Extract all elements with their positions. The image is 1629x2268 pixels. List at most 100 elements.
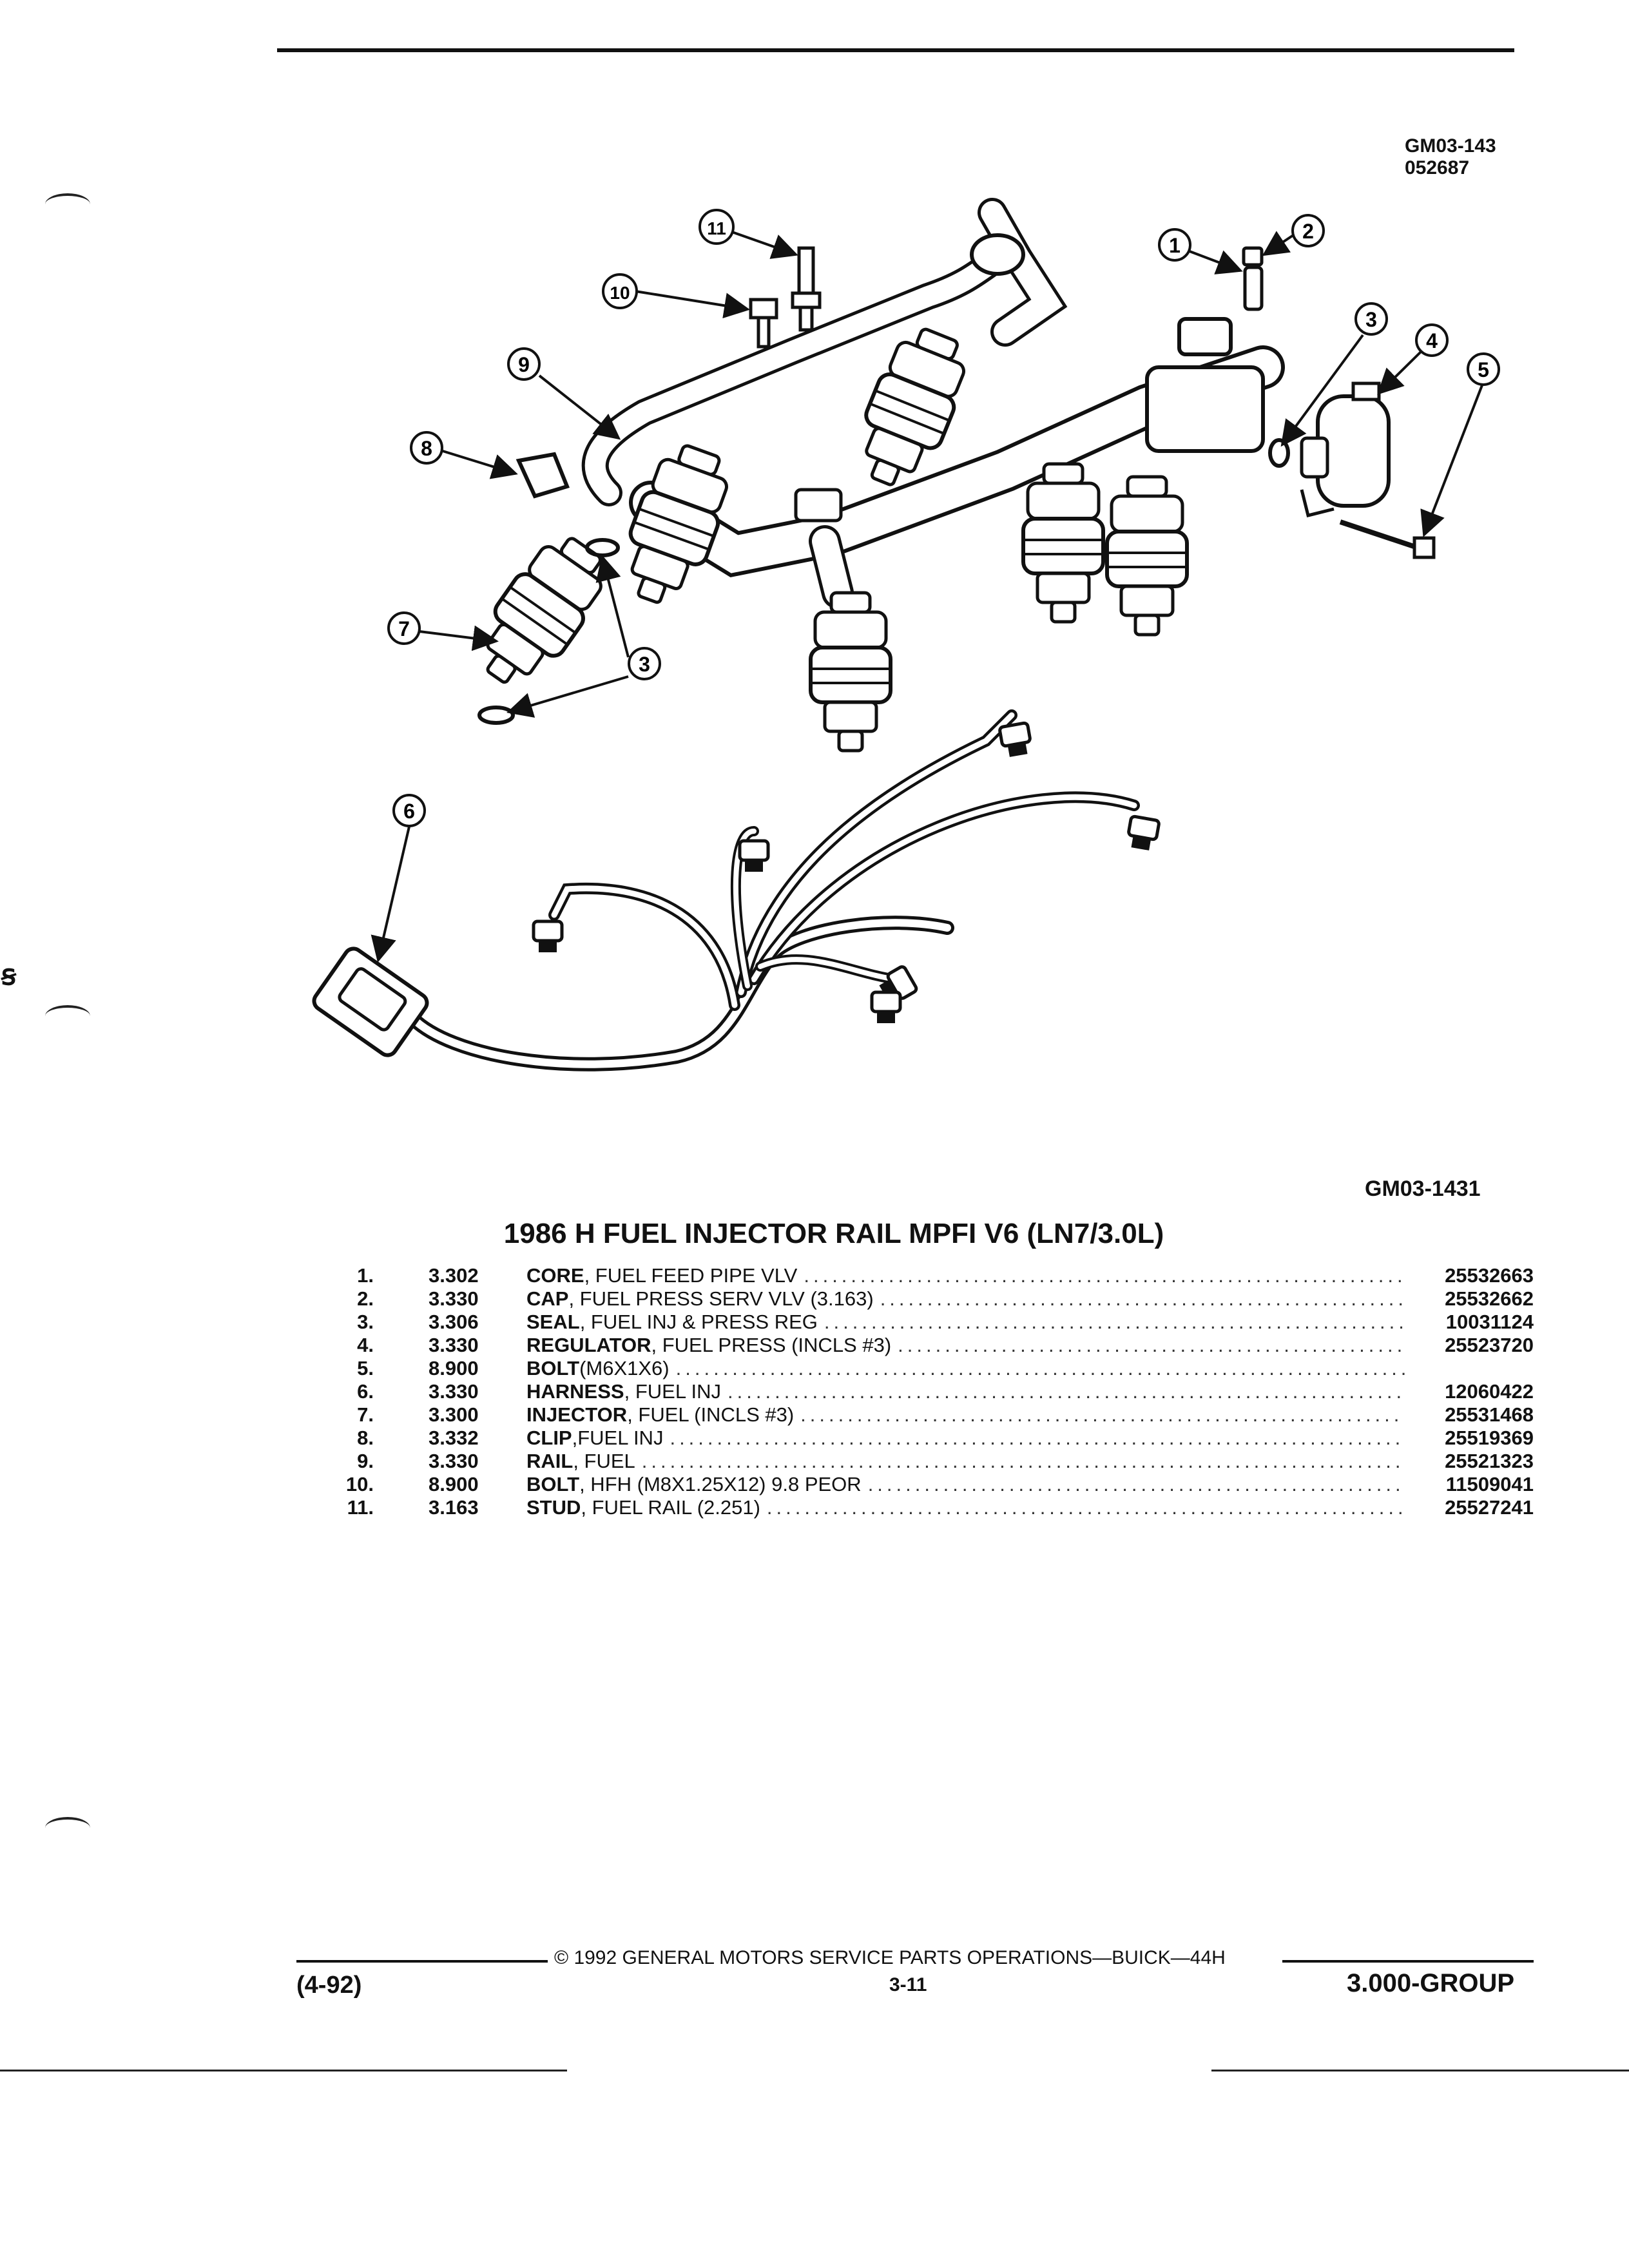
leader-dots — [824, 1311, 1405, 1334]
part-detail: , HFH (M8X1.25X12) 9.8 PEOR — [579, 1473, 862, 1495]
item-number: 6. — [357, 1380, 374, 1403]
injector-harness — [405, 709, 1140, 1072]
svg-text:8: 8 — [421, 437, 432, 460]
regulator-seal — [1268, 438, 1290, 468]
group-code: 8.900 — [429, 1473, 479, 1495]
part-number: 25519369 — [1445, 1427, 1534, 1449]
callout-10: 10 — [602, 273, 638, 309]
part-description: REGULATOR, FUEL PRESS (INCLS #3) — [526, 1334, 1411, 1357]
part-description: INJECTOR, FUEL (INCLS #3) — [526, 1403, 1411, 1427]
bottom-rule — [1211, 2070, 1629, 2071]
harness-connector — [999, 722, 1033, 758]
footer-date: (4-92) — [296, 1972, 362, 1999]
harness-connector — [534, 921, 562, 952]
rail-mount-bracket — [1177, 317, 1233, 356]
leader-dots — [670, 1427, 1405, 1450]
part-name: SEAL — [526, 1311, 580, 1333]
svg-text:9: 9 — [518, 353, 530, 376]
part-detail: (M6X1X6) — [579, 1357, 670, 1379]
callout-7: 7 — [387, 611, 421, 645]
rail-stud — [791, 246, 822, 332]
part-detail: , FUEL — [573, 1450, 635, 1472]
callout-2: 2 — [1291, 214, 1325, 247]
part-number: 25532663 — [1445, 1264, 1534, 1287]
part-number: 25532662 — [1445, 1287, 1534, 1310]
part-number: 12060422 — [1445, 1380, 1534, 1403]
leader-dots — [804, 1264, 1405, 1287]
parts-row: 7. 3.300 INJECTOR, FUEL (INCLS #3) 25531468 — [335, 1403, 1534, 1427]
harness-connector — [872, 992, 900, 1023]
item-number: 4. — [357, 1334, 374, 1356]
leader-dots — [868, 1473, 1405, 1496]
part-description: RAIL, FUEL — [526, 1450, 1411, 1473]
part-name: INJECTOR — [526, 1403, 628, 1426]
part-detail: , FUEL PRESS SERV VLV (3.163) — [568, 1287, 874, 1310]
callout-9: 9 — [507, 347, 541, 381]
rail-mount-bracket — [794, 488, 843, 523]
group-code: 3.330 — [429, 1334, 479, 1356]
part-number: 25521323 — [1445, 1450, 1534, 1472]
svg-text:4: 4 — [1426, 329, 1438, 352]
leader-dots — [898, 1334, 1405, 1357]
margin-glyph: ꞩ — [1, 959, 16, 991]
item-number: 7. — [357, 1403, 374, 1426]
svg-text:1: 1 — [1169, 234, 1181, 257]
callout-6: 6 — [392, 794, 426, 827]
leader-dots — [642, 1450, 1405, 1473]
item-number: 3. — [357, 1311, 374, 1333]
part-name: REGULATOR — [526, 1334, 651, 1356]
part-detail: , FUEL RAIL (2.251) — [581, 1496, 760, 1519]
part-number: 25527241 — [1445, 1496, 1534, 1519]
part-number: 11509041 — [1445, 1473, 1534, 1495]
item-number: 10. — [345, 1473, 374, 1495]
pipe-fitting — [970, 233, 1025, 276]
item-number: 8. — [357, 1427, 374, 1449]
parts-row: 2. 3.330 CAP, FUEL PRESS SERV VLV (3.163) 2… — [335, 1287, 1534, 1311]
part-number: 25531468 — [1445, 1403, 1534, 1426]
harness-connector — [740, 841, 768, 872]
drawing-date-code: 052687 — [1405, 157, 1470, 178]
callout-1: 1 — [1158, 228, 1191, 262]
leader-dots — [676, 1357, 1405, 1380]
parts-list-title: 1986 H FUEL INJECTOR RAIL MPFI V6 (LN7/3… — [503, 1218, 1164, 1249]
figure-code: GM03-1431 — [1365, 1177, 1481, 1201]
svg-text:3: 3 — [639, 653, 650, 676]
part-detail: , FUEL INJ — [624, 1380, 722, 1403]
item-number: 1. — [357, 1264, 374, 1287]
rail-bolt — [749, 298, 778, 349]
part-description: CAP, FUEL PRESS SERV VLV (3.163) — [526, 1287, 1411, 1311]
part-detail: ,FUEL INJ — [572, 1427, 664, 1449]
leader-dots — [767, 1496, 1405, 1519]
callout-4: 4 — [1415, 323, 1449, 357]
part-detail: , FUEL FEED PIPE VLV — [584, 1264, 798, 1287]
group-code: 3.306 — [429, 1311, 479, 1333]
footer-rule-left — [296, 1960, 548, 1963]
fuel-injector-rail-diagram: 1 2 3 4 5 6 7 8 9 10 11 3 — [312, 198, 1500, 1072]
part-detail: , FUEL INJ & PRESS REG — [579, 1311, 818, 1333]
callout-5: 5 — [1467, 352, 1500, 386]
group-code: 3.300 — [429, 1403, 479, 1426]
svg-text:11: 11 — [707, 218, 726, 238]
fuel-injector — [1023, 464, 1103, 622]
injector-seal — [585, 538, 620, 557]
part-description: BOLT (M6X1X6) — [526, 1357, 1411, 1380]
fuel-pressure-regulator — [1300, 381, 1391, 518]
margin-mark — [45, 1817, 90, 1839]
item-number: 2. — [357, 1287, 374, 1310]
leader-dots — [880, 1287, 1405, 1311]
group-code: 3.302 — [429, 1264, 479, 1287]
group-code: 3.330 — [429, 1380, 479, 1403]
part-description: CLIP ,FUEL INJ — [526, 1427, 1411, 1450]
group-code: 3.163 — [429, 1496, 479, 1519]
group-code: 3.330 — [429, 1287, 479, 1310]
harness-main-connector — [312, 947, 429, 1057]
callout-11: 11 — [699, 209, 735, 245]
footer-rule-right — [1282, 1960, 1534, 1963]
item-number: 11. — [347, 1496, 374, 1519]
part-name: CLIP — [526, 1427, 572, 1449]
